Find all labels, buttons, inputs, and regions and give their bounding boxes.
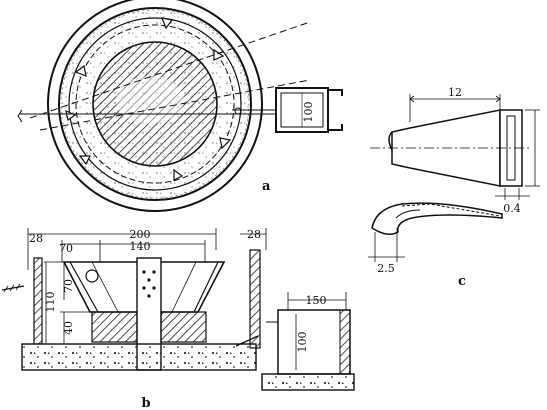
dim-c-length: 12 bbox=[448, 86, 462, 99]
panel-b-section-view bbox=[1, 228, 355, 391]
panel-a-plan-view bbox=[17, 0, 343, 212]
left-wall bbox=[33, 257, 43, 345]
dim-b-40: 40 bbox=[62, 321, 75, 335]
panel-c-label: c bbox=[458, 274, 466, 289]
dim-c-tip: 2.5 bbox=[377, 262, 395, 275]
dim-b-28-right: 28 bbox=[247, 228, 261, 241]
dim-a-box: 100 bbox=[302, 102, 315, 123]
outer-wall-outer bbox=[47, 0, 263, 212]
panel-b-label: b bbox=[141, 396, 150, 410]
center-core bbox=[92, 41, 218, 167]
panel-c-nozzle bbox=[368, 94, 540, 262]
dim-b-150: 150 bbox=[306, 294, 327, 307]
dim-b-70: 70 bbox=[59, 242, 73, 255]
collection-tank bbox=[277, 309, 351, 375]
dim-b-140: 140 bbox=[130, 240, 151, 253]
dim-b-70-vertical: 70 bbox=[62, 279, 75, 293]
dim-c-thickness: 0.4 bbox=[503, 202, 521, 215]
dim-b-200: 200 bbox=[130, 228, 151, 241]
bowl-rim bbox=[68, 17, 242, 191]
bowl-rim-dashed bbox=[75, 24, 235, 184]
dim-b-110: 110 bbox=[44, 292, 57, 313]
dim-b-28-left: 28 bbox=[29, 232, 43, 245]
dim-b-100: 100 bbox=[296, 332, 309, 353]
outer-wall-inner bbox=[58, 7, 252, 201]
foundation-slab bbox=[21, 343, 257, 371]
panel-a-label: a bbox=[262, 179, 271, 194]
